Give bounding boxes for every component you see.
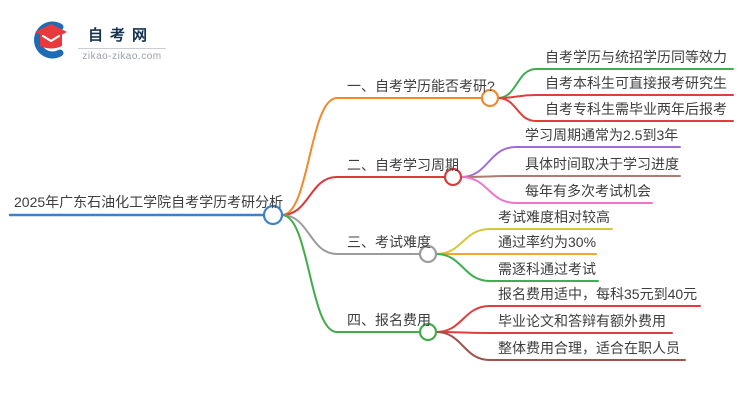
- branch-connector: [281, 176, 446, 216]
- site-logo[interactable]: 自考网 zikao-zikao.com: [30, 20, 166, 62]
- leaf-label: 需逐科通过考试: [498, 261, 596, 277]
- leaf-label: 通过率约为30%: [498, 234, 597, 250]
- branch-node-circle: [418, 322, 438, 342]
- branch-node-circle: [443, 167, 463, 187]
- leaf-label: 自考本科生可直接报考研究生: [545, 75, 727, 91]
- leaf-connector: [460, 176, 653, 204]
- leaf-label: 具体时间取决于学习进度: [525, 156, 679, 172]
- branch-label: 四、报名费用: [347, 312, 431, 328]
- branch-label: 一、自考学历能否考研?: [347, 78, 495, 94]
- leaf-label: 学习周期通常为2.5到3年: [525, 127, 679, 143]
- leaf-connector: [435, 331, 686, 361]
- leaf-connector: [497, 94, 734, 99]
- logo-divider: [78, 48, 166, 49]
- branch-node-circle: [418, 244, 438, 264]
- branch-label: 二、自考学习周期: [347, 157, 459, 173]
- leaf-label: 整体费用合理，适合在职人员: [498, 340, 680, 356]
- branch-connector: [281, 214, 421, 333]
- leaf-label: 自考学历与统招学历同等效力: [545, 49, 727, 65]
- leaf-label: 考试难度相对较高: [498, 209, 610, 225]
- branch-connector: [281, 97, 483, 216]
- branch-label: 三、考试难度: [347, 234, 431, 250]
- leaf-label: 毕业论文和答辩有额外费用: [498, 313, 666, 329]
- branch-node-circle: [480, 88, 500, 108]
- leaf-connector: [460, 175, 681, 178]
- logo-title: 自考网: [87, 27, 154, 44]
- logo-text-column: 自考网 zikao-zikao.com: [78, 20, 166, 62]
- graduation-cap-crescent-icon: [34, 21, 67, 59]
- leaf-connector: [460, 146, 681, 178]
- leaf-label: 自考专科生需毕业两年后报考: [545, 101, 727, 117]
- root-node-circle: [262, 204, 284, 226]
- leaf-connector: [435, 253, 599, 282]
- leaf-connector: [435, 331, 673, 334]
- leaf-connector: [497, 97, 734, 122]
- leaf-label: 报名费用适中，每科35元到40元: [498, 286, 698, 302]
- root-node-label: 2025年广东石油化工学院自考学历考研分析: [14, 194, 284, 210]
- branch-connector: [281, 214, 421, 255]
- leaf-label: 每年有多次考试机会: [525, 183, 651, 199]
- logo-domain-text: zikao-zikao.com: [82, 51, 162, 62]
